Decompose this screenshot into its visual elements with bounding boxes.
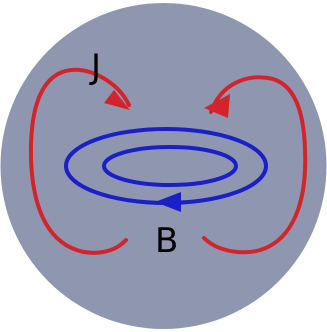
current-loop-right: [202, 75, 308, 255]
field-loop-arrowhead: [155, 192, 181, 212]
field-label: B: [155, 221, 178, 261]
current-loop-left-arrowhead: [104, 90, 130, 110]
current-loop-right-arrowhead: [204, 94, 230, 118]
current-label: J: [89, 47, 101, 87]
background-disk: [0, 3, 327, 329]
current-loop-left: [28, 67, 131, 255]
field-loop-inner: [102, 145, 238, 187]
